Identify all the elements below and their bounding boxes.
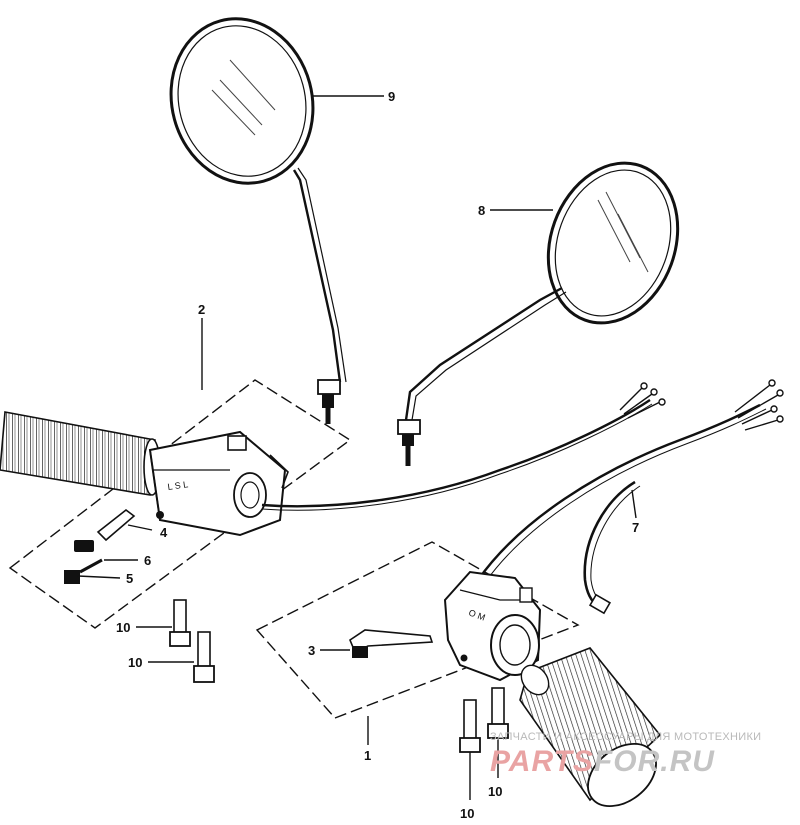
left-grip: [0, 411, 161, 496]
svg-text:L S L: L S L: [167, 479, 189, 492]
mirror-8: [397, 161, 680, 466]
watermark-logo-part1: PARTS: [490, 745, 594, 778]
callout-2: 2: [198, 302, 205, 317]
throttle-cable-7: [583, 480, 641, 615]
leader-lines: [77, 95, 637, 800]
right-switch-housing: O M: [443, 570, 542, 682]
watermark-logo-part2: FOR.RU: [593, 745, 715, 778]
callout-5: 5: [126, 571, 133, 586]
callout-7: 7: [632, 520, 639, 535]
callout-10-d: 10: [488, 784, 502, 799]
callout-10-b: 10: [128, 655, 142, 670]
watermark-tagline: ЗАПЧАСТИ И АКСЕССУАРЫ ДЛЯ МОТОТЕХНИКИ: [490, 731, 762, 743]
bolt-10-b: [193, 631, 215, 683]
callout-3: 3: [308, 643, 315, 658]
assembly-outline-left: [8, 379, 352, 629]
bolt-10-a: [169, 599, 191, 647]
nut-5: [64, 570, 80, 584]
callout-4: 4: [160, 525, 168, 540]
callout-6: 6: [144, 553, 151, 568]
right-switch-cable: [477, 403, 761, 581]
screw-6: [79, 558, 103, 574]
switch-lever-3: [349, 629, 434, 658]
assembly-outline-right: [255, 541, 580, 719]
left-switch-housing: L S L: [148, 430, 289, 537]
callout-9: 9: [388, 89, 395, 104]
left-switch-cable: [261, 399, 651, 508]
callout-1: 1: [364, 748, 371, 763]
switch-lever-4: [74, 508, 136, 552]
callout-8: 8: [478, 203, 485, 218]
right-cable-connectors: [734, 379, 784, 431]
watermark-logo: PARTSFOR.RU: [490, 745, 715, 779]
callout-10-a: 10: [116, 620, 130, 635]
mirror-9: [169, 17, 347, 424]
right-grip: [519, 647, 662, 807]
callout-10-c: 10: [460, 806, 474, 821]
left-cable-connectors: [619, 382, 666, 419]
bolt-10-c: [459, 699, 481, 753]
